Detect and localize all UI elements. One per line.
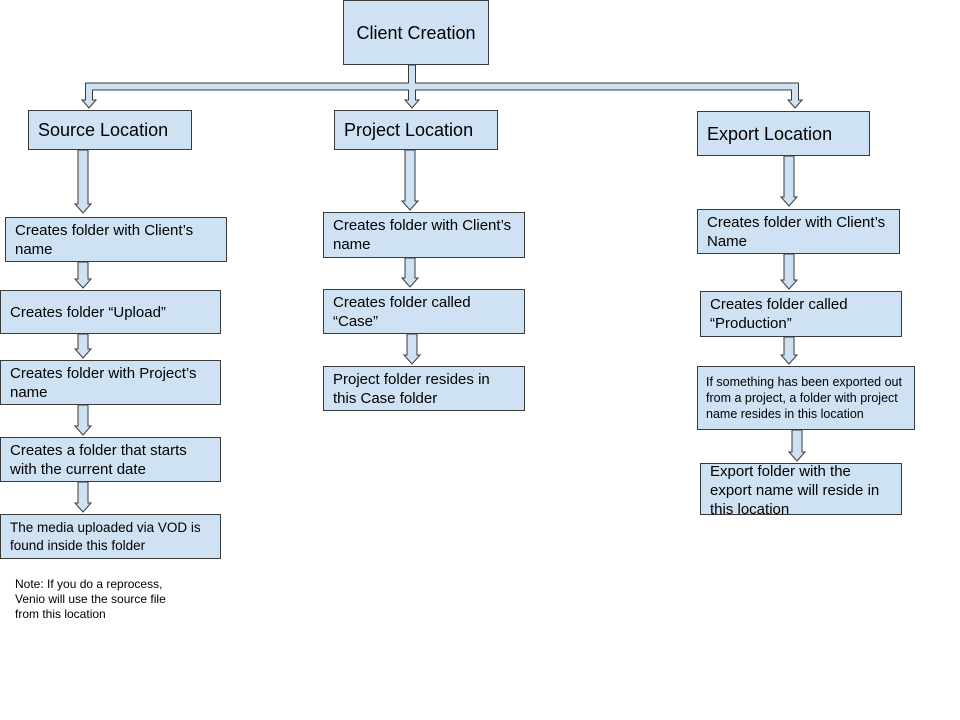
arrow-export-to-production xyxy=(779,253,799,290)
project-location-label: Project Location xyxy=(344,120,474,140)
export-location-label: Export Location xyxy=(707,123,833,144)
project-step-case-folder: Creates folder called “Case” xyxy=(323,289,525,334)
arrow-export-to-client xyxy=(779,155,799,207)
client-creation-label: Client Creation xyxy=(356,22,476,43)
project-step-client-folder: Creates folder with Client’s name xyxy=(323,212,525,258)
export-step-export-folder: Export folder with the export name will … xyxy=(700,463,902,515)
arrow-source-to-media xyxy=(73,481,93,513)
project-step-resides: Project folder resides in this Case fold… xyxy=(323,366,525,411)
export-location-box: Export Location xyxy=(697,111,870,156)
branch-connector-arrow xyxy=(80,64,804,109)
export-step-project-folder: If something has been exported out from … xyxy=(697,366,915,430)
arrow-source-to-project xyxy=(73,333,93,359)
arrow-source-to-upload xyxy=(73,261,93,289)
arrow-project-to-case xyxy=(400,257,420,288)
export-step-client-folder: Creates folder with Client’s Name xyxy=(697,209,900,254)
source-step-upload-folder: Creates folder “Upload” xyxy=(0,290,221,334)
arrow-project-to-resides xyxy=(402,333,422,365)
arrow-project-to-client xyxy=(400,149,420,211)
source-location-box: Source Location xyxy=(28,110,192,150)
source-location-label: Source Location xyxy=(38,120,169,140)
export-step-production-folder: Creates folder called “Production” xyxy=(700,291,902,337)
reprocess-note: Note: If you do a reprocess, Venio will … xyxy=(15,577,166,621)
source-step-project-folder: Creates folder with Project’s name xyxy=(0,360,221,405)
arrow-source-to-client xyxy=(73,149,93,214)
arrow-export-to-export xyxy=(787,429,807,462)
source-step-client-folder: Creates folder with Client’s name xyxy=(5,217,227,262)
project-location-box: Project Location xyxy=(334,110,498,150)
source-step-media-folder: The media uploaded via VOD is found insi… xyxy=(0,514,221,559)
source-step-date-folder: Creates a folder that starts with the cu… xyxy=(0,437,221,482)
client-creation-box: Client Creation xyxy=(343,0,489,65)
arrow-source-to-date xyxy=(73,404,93,436)
arrow-export-to-project xyxy=(779,336,799,365)
